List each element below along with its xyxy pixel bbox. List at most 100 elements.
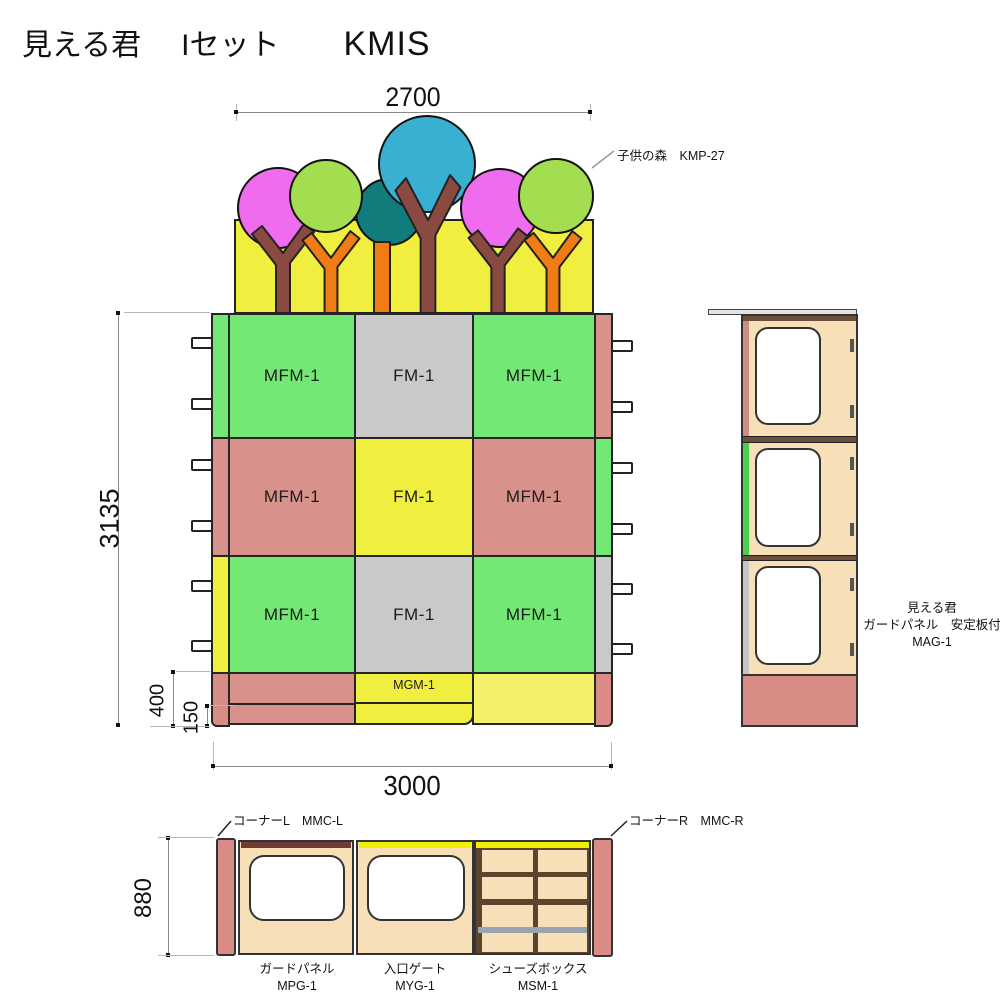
connector-tab xyxy=(611,401,633,413)
guard-panel-top-strip xyxy=(241,842,351,848)
base-edge-right xyxy=(594,672,613,727)
shoe-compartment xyxy=(482,877,533,899)
side-window xyxy=(755,327,821,425)
tree-crown-green xyxy=(518,158,594,234)
dim-ext xyxy=(150,726,210,727)
shoe-compartment xyxy=(538,905,587,927)
side-notch xyxy=(850,523,854,536)
side-notch xyxy=(850,643,854,656)
entrance-gate xyxy=(356,840,474,955)
guard-panel-window xyxy=(249,855,345,921)
dim-400-text: 400 xyxy=(146,683,169,718)
dim-dot xyxy=(205,704,209,708)
side-notch xyxy=(850,457,854,470)
side-label-line3: MAG-1 xyxy=(912,634,952,649)
cell-label: MFM-1 xyxy=(505,366,563,385)
part-code: MPG-1 xyxy=(277,978,317,993)
side-notch xyxy=(850,578,854,591)
grid-cell: FM-1 xyxy=(354,555,474,674)
base-panel-divider xyxy=(230,703,354,705)
entrance-gate-window xyxy=(367,855,465,921)
shoe-box xyxy=(474,840,591,955)
shoe-box-top-strip xyxy=(476,842,589,848)
connector-tab xyxy=(611,523,633,535)
dim-3000-text: 3000 xyxy=(383,770,441,801)
dim-ext xyxy=(158,955,214,956)
base-panel-mgm: MGM-1 xyxy=(354,672,474,725)
title-set: Iセット xyxy=(181,29,280,62)
shoe-box-gray-divider xyxy=(478,927,587,933)
side-strip-salmon xyxy=(743,321,749,436)
corner-left-piece xyxy=(216,838,236,956)
cell-label: MFM-1 xyxy=(505,487,563,506)
base-panel-left xyxy=(228,672,356,725)
side-notch xyxy=(850,405,854,418)
dim-dot xyxy=(211,764,215,768)
cell-label: MFM-1 xyxy=(263,487,321,506)
grid-cell: FM-1 xyxy=(354,437,474,557)
side-notch xyxy=(850,339,854,352)
connector-tab xyxy=(611,462,633,474)
base-panel-right xyxy=(472,672,596,725)
dim-dot xyxy=(171,670,175,674)
cell-label: MFM-1 xyxy=(263,366,321,385)
dim-ext xyxy=(210,705,236,706)
cell-label: FM-1 xyxy=(393,366,435,385)
dim-3135-line xyxy=(118,313,119,727)
side-strip-gray xyxy=(743,561,749,676)
connector-tab xyxy=(191,459,213,471)
tree-crown-cyan xyxy=(378,115,476,213)
page-title: 見える君 Iセット KMIS xyxy=(22,20,431,64)
connector-tab xyxy=(191,580,213,592)
tree-crown-green xyxy=(289,159,363,233)
side-window xyxy=(755,566,821,665)
side-panel xyxy=(741,314,858,727)
dim-880-line xyxy=(168,838,169,955)
dim-dot xyxy=(116,723,120,727)
dim-3135-text: 3135 xyxy=(94,488,125,549)
shoe-compartment xyxy=(482,850,533,872)
shoe-compartment xyxy=(482,933,533,952)
grid-cell: MFM-1 xyxy=(472,555,596,674)
part-name: 入口ゲート xyxy=(383,962,447,976)
connector-tab xyxy=(191,520,213,532)
side-divider xyxy=(743,436,856,443)
title-product: 見える君 xyxy=(22,29,142,62)
dim-150-line xyxy=(207,706,208,726)
dim-ext xyxy=(176,671,210,672)
grid-cell: MFM-1 xyxy=(228,313,356,439)
connector-tab xyxy=(611,583,633,595)
guard-panel-label: ガードパネル MPG-1 xyxy=(227,961,367,995)
dim-400-line xyxy=(173,672,174,726)
dim-ext xyxy=(611,742,612,770)
dim-150-text: 150 xyxy=(180,700,203,735)
grid-cell: MFM-1 xyxy=(228,437,356,557)
shoe-box-label: シューズボックス MSM-1 xyxy=(468,961,608,995)
part-code: MSM-1 xyxy=(517,978,559,993)
connector-tab xyxy=(191,398,213,410)
grid-cell: MFM-1 xyxy=(228,555,356,674)
side-top-bar xyxy=(743,316,856,321)
corner-right-leader xyxy=(610,820,628,837)
base-panel-divider xyxy=(356,702,472,704)
shoe-compartment xyxy=(538,850,587,872)
shoe-compartment xyxy=(538,877,587,899)
corner-left-label: コーナーL MMC-L xyxy=(233,814,343,828)
dim-3000-line xyxy=(213,766,611,767)
dim-ext xyxy=(124,312,210,313)
corner-right-piece xyxy=(592,838,613,957)
side-panel-label: 見える君 ガードパネル 安定板付 MAG-1 xyxy=(862,600,1000,651)
side-strip-green xyxy=(743,443,749,555)
tree-panel-graphic xyxy=(234,115,594,313)
base-panel-label: MGM-1 xyxy=(393,678,435,692)
entrance-gate-label: 入口ゲート MYG-1 xyxy=(345,961,485,995)
side-base-block xyxy=(743,674,856,725)
corner-left-leader xyxy=(217,820,232,837)
part-name: シューズボックス xyxy=(488,962,588,976)
dim-dot xyxy=(588,110,592,114)
tree-trunk-straight xyxy=(373,241,391,313)
dim-dot xyxy=(234,110,238,114)
connector-tab xyxy=(611,643,633,655)
grid-edge-right-r3 xyxy=(594,555,613,674)
entrance-gate-top-strip xyxy=(359,842,471,848)
